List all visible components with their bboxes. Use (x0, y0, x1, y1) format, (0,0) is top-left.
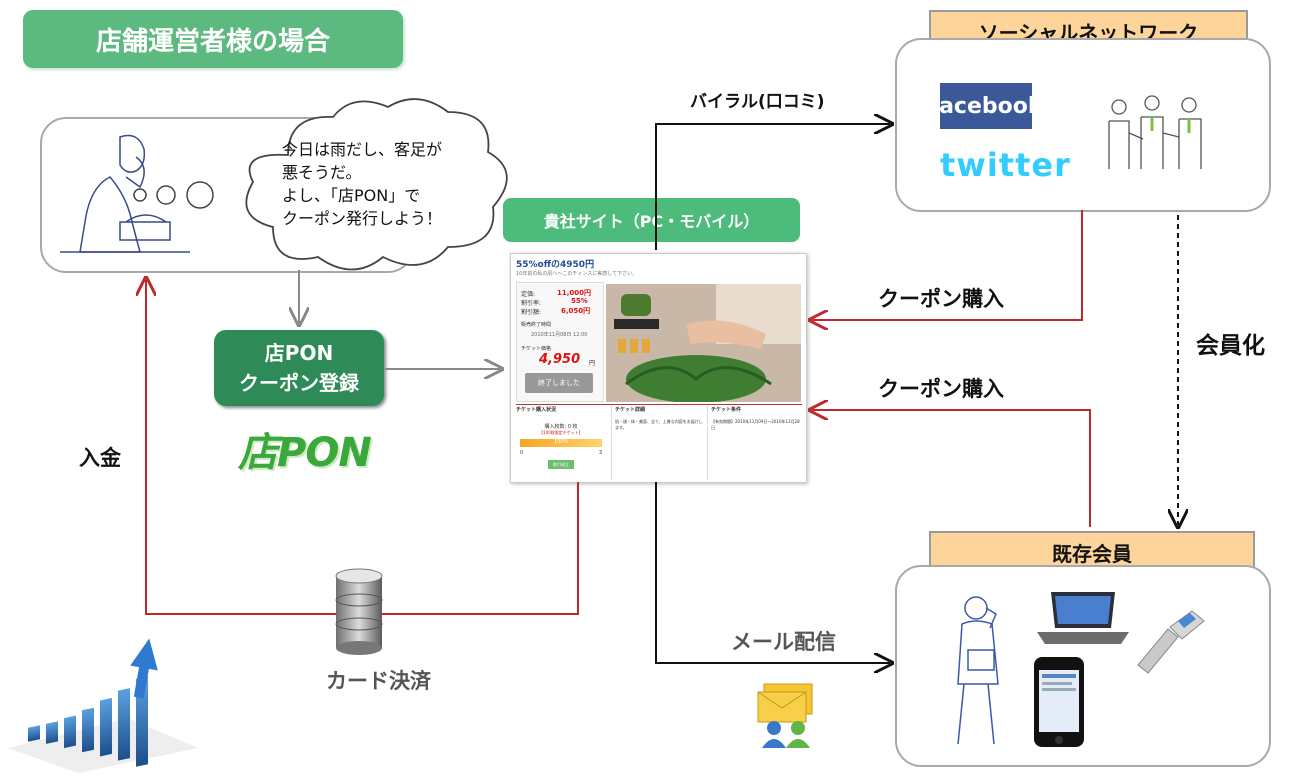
site-col-3: チケット条件 【有効期間】2010年11月09日～2010年12月28日 (707, 406, 803, 480)
site-screenshot: 55%offの4950円 10年前の私の肌へ～このチャンスに実感して下さい。 定… (510, 253, 807, 483)
business-people-illustration (1108, 95, 1202, 169)
thought-dots (133, 181, 214, 209)
site-col-1: チケット購入状況 購入枚数: 0 枚 【100枚限定チケット】 100% 0 3… (516, 406, 606, 480)
savings-label: 割引額: (521, 309, 542, 316)
col1-title: チケット購入状況 (516, 407, 557, 413)
thought-line: 今日は雨だし、客足が (282, 140, 443, 159)
membership-label: 会員化 (1196, 333, 1265, 359)
regular-label: 定価: (521, 291, 536, 298)
end-time: 2010年11月08日 12:00 (531, 332, 588, 338)
growth-chart-icon (8, 638, 198, 773)
price-unit: 円 (589, 360, 596, 367)
thought-line: よし、「店PON」で (282, 186, 421, 205)
smartphone-icon (1034, 657, 1084, 747)
coupon-buy-label-1: クーポン購入 (878, 287, 1004, 311)
site-headline: 55%offの4950円 (516, 260, 595, 270)
site-price: 4,950 (539, 352, 581, 367)
thought-text: 今日は雨だし、客足が 悪そうだ。 よし、「店PON」で クーポン発行しよう！ (282, 138, 482, 230)
coupon-buy-label-2: クーポン購入 (878, 377, 1004, 401)
mail-label: メール配信 (731, 630, 836, 654)
register-line-1: 店PON (264, 341, 334, 365)
mail-users-icon (757, 683, 813, 748)
site-label: 貴社サイト（PC・モバイル） (503, 198, 800, 242)
logo-text: 店PON (238, 430, 372, 476)
laptop-icon (1037, 592, 1129, 644)
col3-text: 【有効期間】2010年11月09日～2010年12月28日 (711, 419, 800, 430)
col2-text: 肌・顔・体・美容、全て、上質な内容をお届けします。 (615, 419, 703, 430)
flip-phone-icon (1137, 610, 1205, 674)
facebook-logo: facebook (930, 83, 1043, 129)
ended-button[interactable]: 終了しました (525, 373, 593, 393)
site-subline: 10年前の私の肌へ～このチャンスに実感して下さい。 (516, 271, 638, 277)
businessman-phone-illustration (957, 596, 999, 745)
col1-progress: 100% (520, 439, 602, 447)
col1-button[interactable]: 取引成立 (548, 460, 574, 469)
col2-title: チケット詳細 (615, 407, 646, 413)
discount-label: 割引率: (521, 300, 542, 307)
site-price-box: 定価: 11,000円 割引率: 55% 割引額: 6,050円 販売終了時間 … (516, 282, 604, 402)
deposit-label: 入金 (79, 446, 121, 470)
col1-limit: 【100枚限定チケット】 (539, 430, 583, 435)
status-label: 販売終了時間 (521, 322, 552, 328)
col3-title: チケット条件 (711, 407, 742, 413)
savings-value: 6,050円 (561, 307, 591, 315)
coupon-register-box: 店PON クーポン登録 (214, 330, 384, 406)
database-icon (335, 568, 383, 655)
thought-cloud (245, 98, 508, 271)
col1-max: 3 (598, 450, 602, 456)
viral-label: バイラル(口コミ) (690, 92, 825, 112)
operator-illustration (60, 134, 190, 253)
ticket-label: チケット価格 (521, 346, 552, 352)
discount-value: 55% (571, 297, 588, 305)
register-line-2: クーポン登録 (239, 371, 359, 395)
card-payment-label: カード決済 (326, 669, 431, 693)
page-title: 店舗運営者様の場合 (23, 10, 403, 68)
tenpon-logo: 店PON (238, 420, 378, 476)
thought-line: 悪そうだ。 (282, 163, 362, 182)
site-col-2: チケット詳細 肌・顔・体・美容、全て、上質な内容をお届けします。 (611, 406, 705, 480)
col1-min: 0 (520, 450, 524, 456)
col1-count: 購入枚数: 0 枚 (544, 424, 578, 430)
twitter-logo: twitter (940, 146, 1071, 184)
thought-line: クーポン発行しよう！ (282, 209, 443, 228)
site-photo (606, 284, 801, 402)
regular-value: 11,000円 (557, 289, 592, 297)
